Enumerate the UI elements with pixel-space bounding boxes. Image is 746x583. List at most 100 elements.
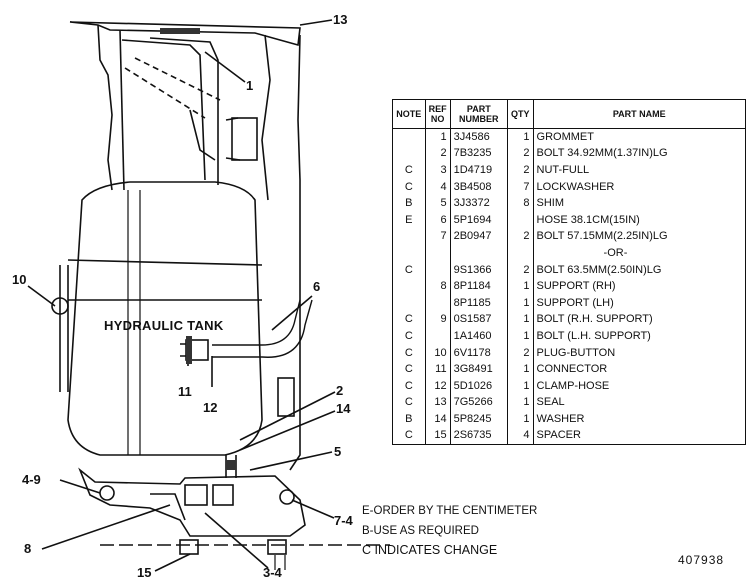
cell-qty: 1 <box>507 294 534 312</box>
cell-part-number: 7B3235 <box>449 145 509 163</box>
cell-part-number: 9S1366 <box>449 261 509 279</box>
cell-ref-no: 2 <box>424 145 451 163</box>
table-header-row: NOTE REF NO PART NUMBER QTY PART NAME <box>392 99 746 129</box>
cell-part-name: SUPPORT (RH) <box>532 278 746 295</box>
base-support <box>78 467 306 537</box>
callout-1: 1 <box>246 78 254 93</box>
cell-part-name: -OR- <box>532 245 746 262</box>
cell-ref-no: 8 <box>424 278 451 295</box>
cell-qty: 4 <box>507 427 534 446</box>
cell-ref-no: 9 <box>424 311 451 329</box>
left-frame <box>97 24 113 191</box>
callout-6: 6 <box>313 279 321 294</box>
callout-15: 15 <box>137 565 152 580</box>
cell-qty: 1 <box>507 278 534 295</box>
cell-note: C <box>392 344 426 362</box>
cell-part-number: 2S6735 <box>449 427 509 446</box>
cell-ref-no: 7 <box>424 228 451 246</box>
cell-part-name: BOLT 63.5MM(2.50IN)LG <box>532 261 746 279</box>
cell-part-name: CONNECTOR <box>532 361 746 378</box>
cell-qty <box>507 245 534 262</box>
callout-2: 2 <box>336 383 344 398</box>
cell-part-number: 1D4719 <box>449 162 509 179</box>
plug-button <box>51 297 69 315</box>
cell-part-number: 2B0947 <box>449 228 509 246</box>
cell-ref-no <box>424 261 451 279</box>
cell-part-name: WASHER <box>532 411 746 428</box>
callout-8: 8 <box>24 541 32 556</box>
cell-part-name: LOCKWASHER <box>532 178 746 196</box>
cell-ref-no: 15 <box>424 427 451 446</box>
cell-part-name: HOSE 38.1CM(15IN) <box>532 211 746 229</box>
cell-ref-no: 5 <box>424 195 451 212</box>
cell-part-number: 6V1178 <box>449 344 509 362</box>
callout-3-4: 3-4 <box>263 565 282 580</box>
support-strap-left <box>121 39 206 181</box>
cell-note: C <box>392 328 426 345</box>
cell-part-number: 0S1587 <box>449 311 509 329</box>
cell-part-number <box>449 245 509 262</box>
spacer-right <box>267 539 287 555</box>
cell-qty: 1 <box>507 377 534 395</box>
figure-number: 407938 <box>678 553 725 567</box>
cell-ref-no <box>424 328 451 345</box>
cell-ref-no <box>424 294 451 312</box>
cell-part-name: SUPPORT (LH) <box>532 294 746 312</box>
cell-part-number: 1A1460 <box>449 328 509 345</box>
cell-qty: 2 <box>507 162 534 179</box>
cell-qty: 1 <box>507 328 534 345</box>
cell-qty: 7 <box>507 178 534 196</box>
cell-part-number: 3B4508 <box>449 178 509 196</box>
cell-part-number: 5D1026 <box>449 377 509 395</box>
callout-12: 12 <box>203 400 218 415</box>
cell-part-number: 8P1184 <box>449 278 509 295</box>
cell-part-name: BOLT 34.92MM(1.37IN)LG <box>532 145 746 163</box>
hose <box>212 299 301 346</box>
cell-ref-no: 10 <box>424 344 451 362</box>
cell-qty: 2 <box>507 261 534 279</box>
spacer-left <box>179 539 199 555</box>
cell-part-number: 3G8491 <box>449 361 509 378</box>
cell-ref-no: 11 <box>424 361 451 378</box>
cell-part-name: BOLT (R.H. SUPPORT) <box>532 311 746 329</box>
cell-ref-no: 6 <box>424 211 451 229</box>
top-bracket <box>69 21 301 47</box>
header-part-name: PART NAME <box>532 99 746 129</box>
header-ref-no: REF NO <box>424 99 451 129</box>
cell-part-name: SPACER <box>532 427 746 446</box>
cell-qty: 1 <box>507 128 534 146</box>
hydraulic-tank-label: HYDRAULIC TANK <box>104 318 224 333</box>
header-part-number: PART NUMBER <box>449 99 509 129</box>
callout-11: 11 <box>178 384 192 399</box>
legend-line-c: C INDICATES CHANGE <box>362 543 498 557</box>
cell-part-number: 3J4586 <box>449 128 509 146</box>
cell-note: C <box>392 377 426 395</box>
callout-10: 10 <box>12 272 27 287</box>
cell-note: C <box>392 361 426 378</box>
cell-note <box>392 294 426 312</box>
cell-part-name: SEAL <box>532 394 746 412</box>
cell-qty: 1 <box>507 411 534 428</box>
cell-part-number: 5P1694 <box>449 211 509 229</box>
cell-note: C <box>392 394 426 412</box>
legend-line-e: E-ORDER BY THE CENTIMETER <box>362 505 538 517</box>
legend-line-b: B-USE AS REQUIRED <box>362 525 479 537</box>
cell-part-name: SHIM <box>532 195 746 212</box>
callout-5: 5 <box>334 444 342 459</box>
cell-ref-no: 13 <box>424 394 451 412</box>
cell-ref-no: 3 <box>424 162 451 179</box>
